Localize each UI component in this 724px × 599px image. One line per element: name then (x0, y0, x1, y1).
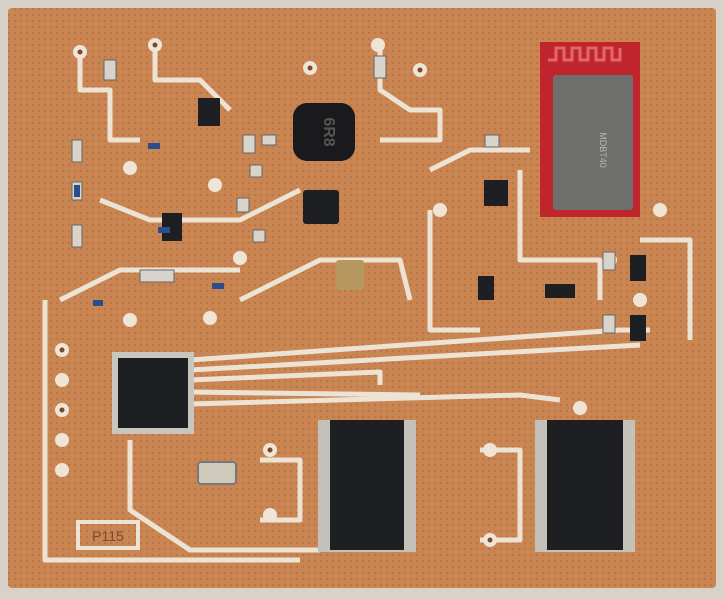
traces (42, 45, 693, 563)
blue-capacitors (74, 143, 224, 306)
inductor-marking: 6R8 (320, 117, 337, 146)
crystal (197, 461, 237, 485)
inductor: 6R8 (293, 103, 355, 161)
soic-chip-left (318, 420, 416, 552)
soic-chip-right (535, 420, 635, 552)
microcontroller (112, 352, 194, 434)
passive-components (71, 55, 616, 334)
board-label-frame (76, 520, 140, 550)
module-marking: MDBT40 (598, 132, 608, 168)
antenna-trace (548, 46, 622, 62)
via-holes (59, 42, 493, 543)
ble-module: MDBT40 (540, 42, 640, 217)
capacitor (336, 260, 364, 290)
board-label: P115 (92, 528, 124, 544)
small-ics (162, 98, 646, 341)
